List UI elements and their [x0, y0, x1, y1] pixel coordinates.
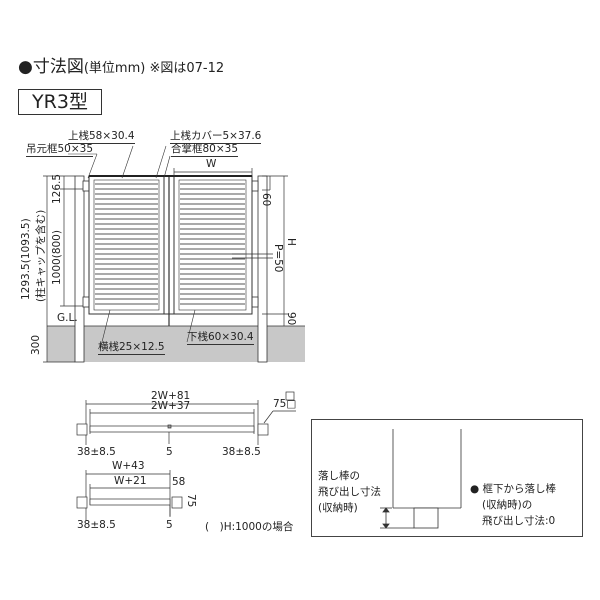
plan-double-left-gap: 38±8.5: [77, 446, 116, 458]
label-pitch: P=50: [272, 244, 284, 273]
plan-double-overall: 2W+81: [151, 390, 191, 402]
plan-double-post: 75□: [273, 398, 297, 410]
label-bottom-rail: 下桟60×30.4: [187, 331, 254, 345]
dim-90: 90: [285, 312, 297, 326]
label-louver: 横桟25×12.5: [98, 341, 165, 355]
drop-rod-left-line2: 飛び出し寸法: [318, 486, 381, 498]
title-text: ●寸法図: [18, 57, 84, 77]
unit-note: (単位mm) ※図は07-12: [83, 61, 225, 76]
label-top-rail: 上桟58×30.4: [68, 130, 135, 144]
left-post: [74, 175, 85, 363]
drop-rod-right-line3: 飛び出し寸法:0: [482, 515, 556, 527]
plan-single-overall: W+43: [112, 460, 145, 472]
plan-single-left-gap: 38±8.5: [77, 519, 116, 531]
plan-single-right-gap: 5: [166, 519, 173, 531]
drop-rod-right-line1: ● 框下から落し棒: [470, 483, 556, 495]
plan-double: [76, 391, 296, 445]
label-top-rail-cover: 上桟カバー5×37.6: [170, 130, 262, 144]
louver-slats: [95, 183, 245, 305]
plan-double-inner: 2W+37: [151, 400, 191, 412]
model-badge: YR3型: [18, 89, 102, 115]
label-width: W: [206, 158, 217, 170]
drop-rod-note-box: [311, 419, 583, 537]
label-meeting-frame: 合掌框80×35: [171, 143, 239, 157]
dim-126-5: 126.5: [51, 173, 63, 204]
drop-rod-left-line1: 落し棒の: [318, 470, 360, 482]
plan-single-75: 75: [185, 494, 197, 508]
drop-rod-left-line3: (収納時): [318, 502, 358, 514]
plan-double-center-gap: 5: [166, 446, 173, 458]
plan-single: [76, 470, 183, 520]
plan-single-inner: W+21: [114, 475, 147, 487]
label-hinge-frame: 吊元框50×35: [26, 143, 94, 157]
dim-300: 300: [30, 334, 42, 355]
drop-rod-left-text: 落し棒の 飛び出し寸法 (収納時): [318, 468, 381, 516]
right-door-leaf: [173, 175, 253, 315]
plan-single-note: ( )H:1000の場合: [205, 521, 294, 533]
dim-total: 1293.5(1093.5): [20, 218, 32, 300]
drawing-title: ●寸法図(単位mm) ※図は07-12: [18, 52, 224, 77]
left-door-leaf: [88, 175, 165, 315]
dim-1000: 1000(800): [51, 230, 63, 285]
drop-rod-right-line2: (収納時)の: [482, 499, 533, 511]
label-gl: G.L.: [57, 312, 78, 324]
plan-double-right-gap: 38±8.5: [222, 446, 261, 458]
dim-total-note: (柱キャップを含む): [35, 209, 47, 302]
drop-rod-right-text: ● 框下から落し棒 (収納時)の 飛び出し寸法:0: [470, 481, 556, 529]
plan-single-58: 58: [172, 476, 186, 488]
label-height: H: [285, 238, 297, 246]
dim-60: 60: [260, 193, 272, 207]
